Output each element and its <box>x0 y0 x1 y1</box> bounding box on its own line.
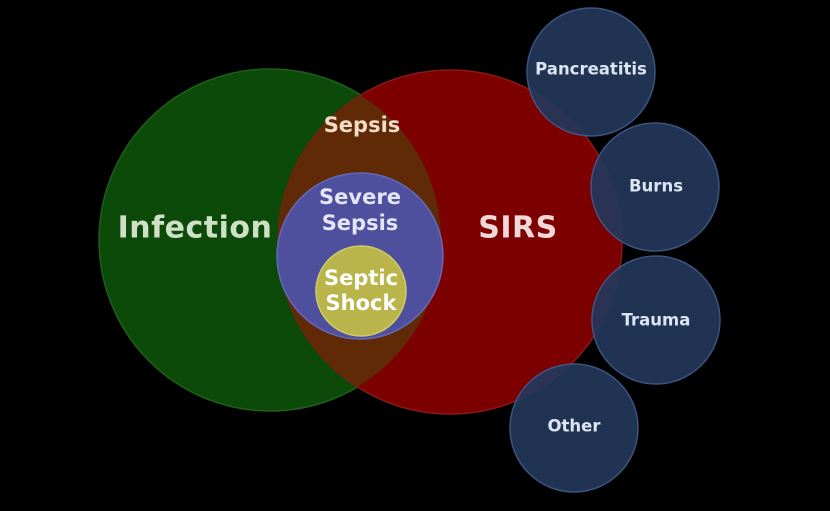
trauma-circle <box>591 255 721 385</box>
other-label: Other <box>548 417 602 436</box>
sepsis-label: Sepsis <box>324 113 401 137</box>
burns-label: Burns <box>629 177 683 196</box>
septic-shock-label-line1: Septic <box>324 266 398 290</box>
burns-circle <box>590 122 720 252</box>
pancreatitis-circle <box>526 7 656 137</box>
pancreatitis-label: Pancreatitis <box>535 60 647 79</box>
septic-shock-label-line2: Shock <box>326 291 398 315</box>
severe-sepsis-label-line2: Sepsis <box>322 211 399 235</box>
septic-shock-circle <box>315 245 407 337</box>
severe-sepsis-label-line1: Severe <box>319 185 401 209</box>
infection-label: Infection <box>118 211 273 246</box>
sirs-label: SIRS <box>478 211 557 246</box>
other-circle <box>509 363 639 493</box>
trauma-label: Trauma <box>622 311 691 330</box>
